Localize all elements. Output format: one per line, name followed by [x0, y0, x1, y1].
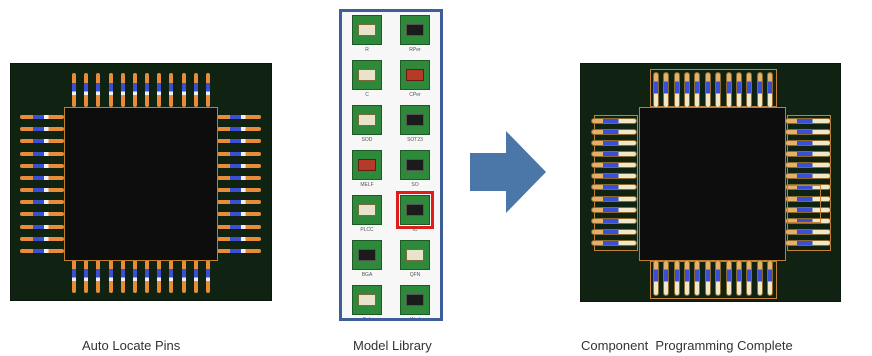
library-item[interactable]: MELF: [346, 150, 388, 192]
component-glyph: [406, 69, 424, 81]
library-item[interactable]: QFN: [394, 240, 436, 282]
left-pin-column: [592, 119, 636, 245]
library-item[interactable]: BGA: [346, 240, 388, 282]
library-item-label: R: [365, 47, 369, 53]
sot23-icon: [400, 105, 430, 135]
component-glyph: [358, 294, 376, 306]
melf-icon: [352, 150, 382, 180]
caption-programming-complete: Component Programming Complete: [581, 338, 793, 353]
left-pin-column: [20, 115, 64, 253]
pin1-marker-outline: [787, 185, 821, 223]
capacitor-array-icon: [400, 60, 430, 90]
library-item-label: QFN: [409, 272, 421, 278]
module-icon: [400, 285, 430, 315]
library-item[interactable]: C: [346, 60, 388, 102]
library-item[interactable]: SOD: [346, 105, 388, 147]
library-item[interactable]: Wrpl: [394, 285, 436, 321]
library-item[interactable]: R: [346, 15, 388, 57]
library-item-label: IC: [412, 227, 418, 233]
qfn-icon: [400, 240, 430, 270]
right-pin-column: [217, 115, 261, 253]
bottom-pin-row: [654, 261, 772, 295]
caption-model-library: Model Library: [353, 338, 432, 353]
crystal-icon: [352, 285, 382, 315]
qfp-chip-body: [640, 108, 821, 260]
auto-locate-pins-view: [10, 63, 272, 301]
bga-icon: [352, 240, 382, 270]
pin-outline-right: [787, 115, 831, 251]
caption-auto-locate-pins: Auto Locate Pins: [82, 338, 181, 353]
library-item[interactable]: SOT23: [394, 105, 436, 147]
component-glyph: [406, 249, 424, 261]
component-glyph: [358, 24, 376, 36]
component-glyph: [358, 204, 376, 216]
library-item-label: MELF: [360, 182, 374, 188]
library-item-label: SOD: [361, 137, 373, 143]
component-glyph: [406, 204, 424, 216]
library-item[interactable]: Cob: [346, 285, 388, 321]
ic-icon: [396, 191, 434, 229]
library-item-label: Wrpl: [409, 317, 421, 321]
pin-outline-top: [650, 69, 777, 107]
chip-capacitor-icon: [352, 60, 382, 90]
arrow-right-icon: [470, 131, 546, 213]
bottom-pin-row: [72, 259, 210, 293]
library-item[interactable]: PLCC: [346, 195, 388, 237]
library-item-label: SOT23: [407, 137, 423, 143]
sod-diode-icon: [352, 105, 382, 135]
library-item-label: RPer: [409, 47, 421, 53]
programmed-component-view: [580, 63, 841, 302]
library-item-label: C: [365, 92, 369, 98]
component-glyph: [406, 159, 424, 171]
library-item[interactable]: SO: [394, 150, 436, 192]
component-glyph: [358, 249, 376, 261]
chip-resistor-icon: [352, 15, 382, 45]
component-glyph: [358, 159, 376, 171]
library-item-label: SO: [411, 182, 419, 188]
library-item[interactable]: CPer: [394, 60, 436, 102]
library-item-label: BGA: [361, 272, 373, 278]
pin-outline-bottom: [650, 261, 777, 299]
right-pin-column: [786, 119, 830, 245]
library-item-label: Cob: [362, 317, 372, 321]
top-pin-row: [654, 73, 772, 107]
resistor-network-icon: [400, 15, 430, 45]
library-item-label: PLCC: [360, 227, 374, 233]
component-glyph: [406, 294, 424, 306]
so-package-icon: [400, 150, 430, 180]
component-glyph: [358, 69, 376, 81]
component-glyph: [358, 114, 376, 126]
component-glyph: [406, 24, 424, 36]
plcc-icon: [352, 195, 382, 225]
library-item[interactable]: RPer: [394, 15, 436, 57]
component-glyph: [406, 114, 424, 126]
pin-outline-left: [594, 115, 638, 251]
library-item[interactable]: IC: [394, 191, 436, 237]
library-item-label: CPer: [409, 92, 421, 98]
top-pin-row: [72, 73, 210, 107]
qfp-chip-body: [65, 108, 217, 260]
